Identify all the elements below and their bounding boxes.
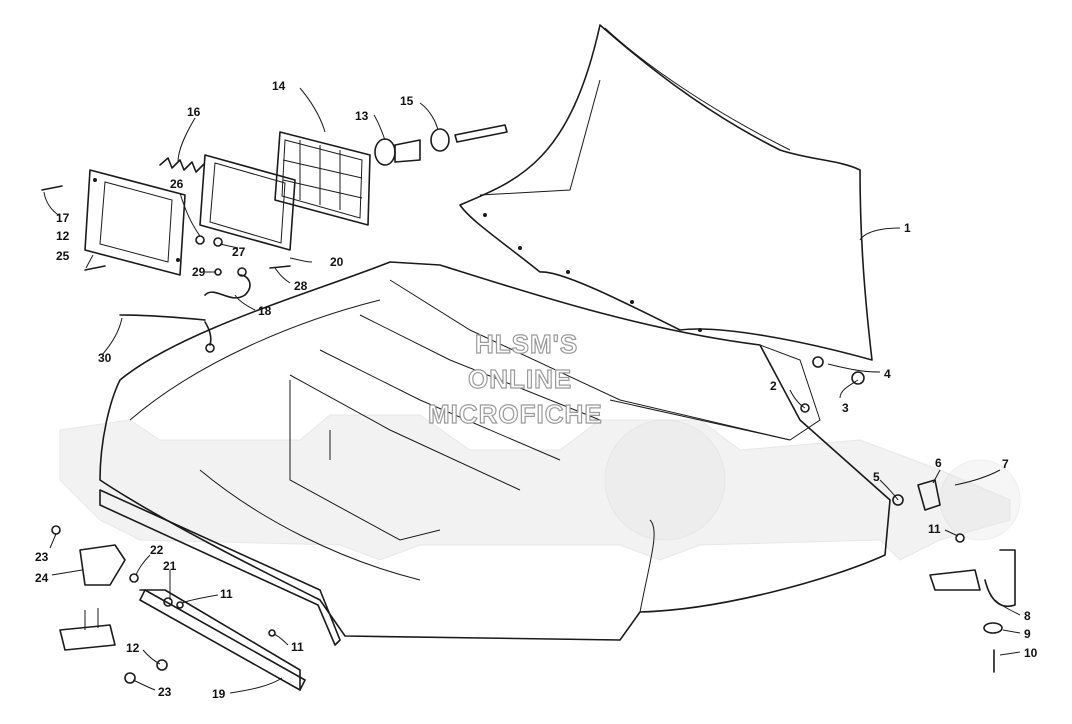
callout-1: 1 [904,221,911,235]
callout-19: 19 [212,687,226,701]
callout-26: 26 [170,177,184,191]
wire-harness [119,274,251,353]
callout-11-right: 11 [928,522,941,536]
callout-3: 3 [842,401,849,415]
callout-13: 13 [355,109,369,123]
leader-lines [43,87,1021,694]
windshield [459,24,873,361]
hood [99,261,891,641]
callout-14: 14 [272,79,286,93]
callout-27: 27 [232,245,246,259]
callout-22: 22 [150,543,164,557]
callout-23-upper: 23 [35,550,49,564]
callout-8: 8 [1024,609,1031,623]
callout-10: 10 [1024,646,1038,660]
callout-15: 15 [400,94,414,108]
callout-6: 6 [935,456,942,470]
headlight-gasket [199,154,296,251]
callout-30: 30 [98,351,112,365]
headlight-housing [274,131,371,226]
watermark-line-1: HLSM'S [475,329,578,359]
callout-11-middle: 11 [220,587,233,601]
watermark-text: HLSM'S ONLINE MICROFICHE [427,328,603,429]
callout-12-upper: 12 [56,229,70,243]
headlight-bezel [84,169,186,276]
callout-5: 5 [873,470,880,484]
right-mount-hardware [892,479,1016,673]
callout-23-lower: 23 [158,685,172,699]
watermark-logo [59,414,1021,561]
adjuster-spring [159,157,205,173]
watermark-line-2: ONLINE [468,364,572,394]
bulb-and-socket [374,124,508,166]
left-mount-bracket [59,544,126,651]
callout-4: 4 [884,367,891,381]
callout-18: 18 [258,304,272,318]
callout-7: 7 [1002,457,1009,471]
callout-9: 9 [1024,627,1031,641]
callout-11-lower: 11 [291,640,304,654]
callout-2: 2 [770,379,777,393]
callout-12-lower: 12 [126,641,140,655]
callout-17: 17 [56,211,70,225]
callout-25: 25 [56,249,70,263]
callout-16: 16 [187,105,201,119]
callout-29: 29 [192,265,206,279]
callout-20: 20 [330,255,344,269]
front-bumper-bar [99,489,341,691]
callout-21: 21 [163,559,177,573]
callout-24: 24 [35,571,49,585]
watermark-line-3: MICROFICHE [428,399,603,429]
callout-labels: 1 2 3 4 5 6 7 8 9 10 11 11 11 12 12 13 1… [35,79,1038,701]
callout-28: 28 [294,279,308,293]
small-hardware [41,185,865,684]
